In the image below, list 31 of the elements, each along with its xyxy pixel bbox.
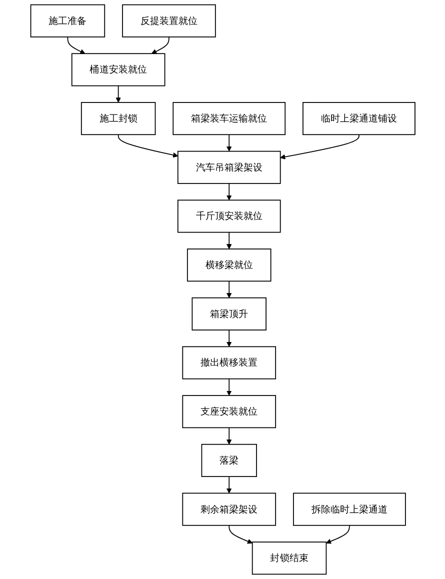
arrow: [226, 134, 232, 152]
node-box: 施工准备: [30, 4, 105, 38]
arrow: [226, 476, 232, 494]
node-box: 箱梁装车运输就位: [172, 102, 286, 136]
arrow: [228, 524, 252, 544]
arrow: [280, 134, 360, 160]
node-box: 撤出横移装置: [182, 346, 276, 380]
node-box: 剩余箱梁架设: [182, 492, 276, 526]
arrow: [226, 427, 232, 445]
arrow: [226, 232, 232, 250]
node-box: 落梁: [200, 444, 257, 477]
arrow: [151, 36, 170, 54]
node-box: 桶道安装就位: [71, 53, 165, 86]
node-box: 支座安装就位: [182, 395, 276, 428]
arrow: [118, 134, 178, 158]
node-box: 拆除临时上梁通道: [292, 492, 406, 526]
node-box: 千斤顶安装就位: [177, 200, 280, 233]
arrow: [226, 280, 232, 298]
arrow: [115, 85, 121, 103]
node-box: 施工封锁: [80, 102, 156, 136]
arrow: [66, 36, 85, 54]
node-box: 封锁结束: [252, 542, 326, 575]
node-box: 箱梁顶升: [191, 297, 266, 330]
arrow: [226, 330, 232, 347]
node-box: 横移梁就位: [186, 248, 271, 282]
node-box: 汽车吊箱梁架设: [177, 150, 280, 184]
arrow: [226, 183, 232, 200]
node-box: 反提装置就位: [122, 4, 216, 38]
arrow: [326, 524, 350, 544]
node-box: 临时上梁通道铺设: [302, 102, 416, 136]
arrow: [226, 378, 232, 396]
